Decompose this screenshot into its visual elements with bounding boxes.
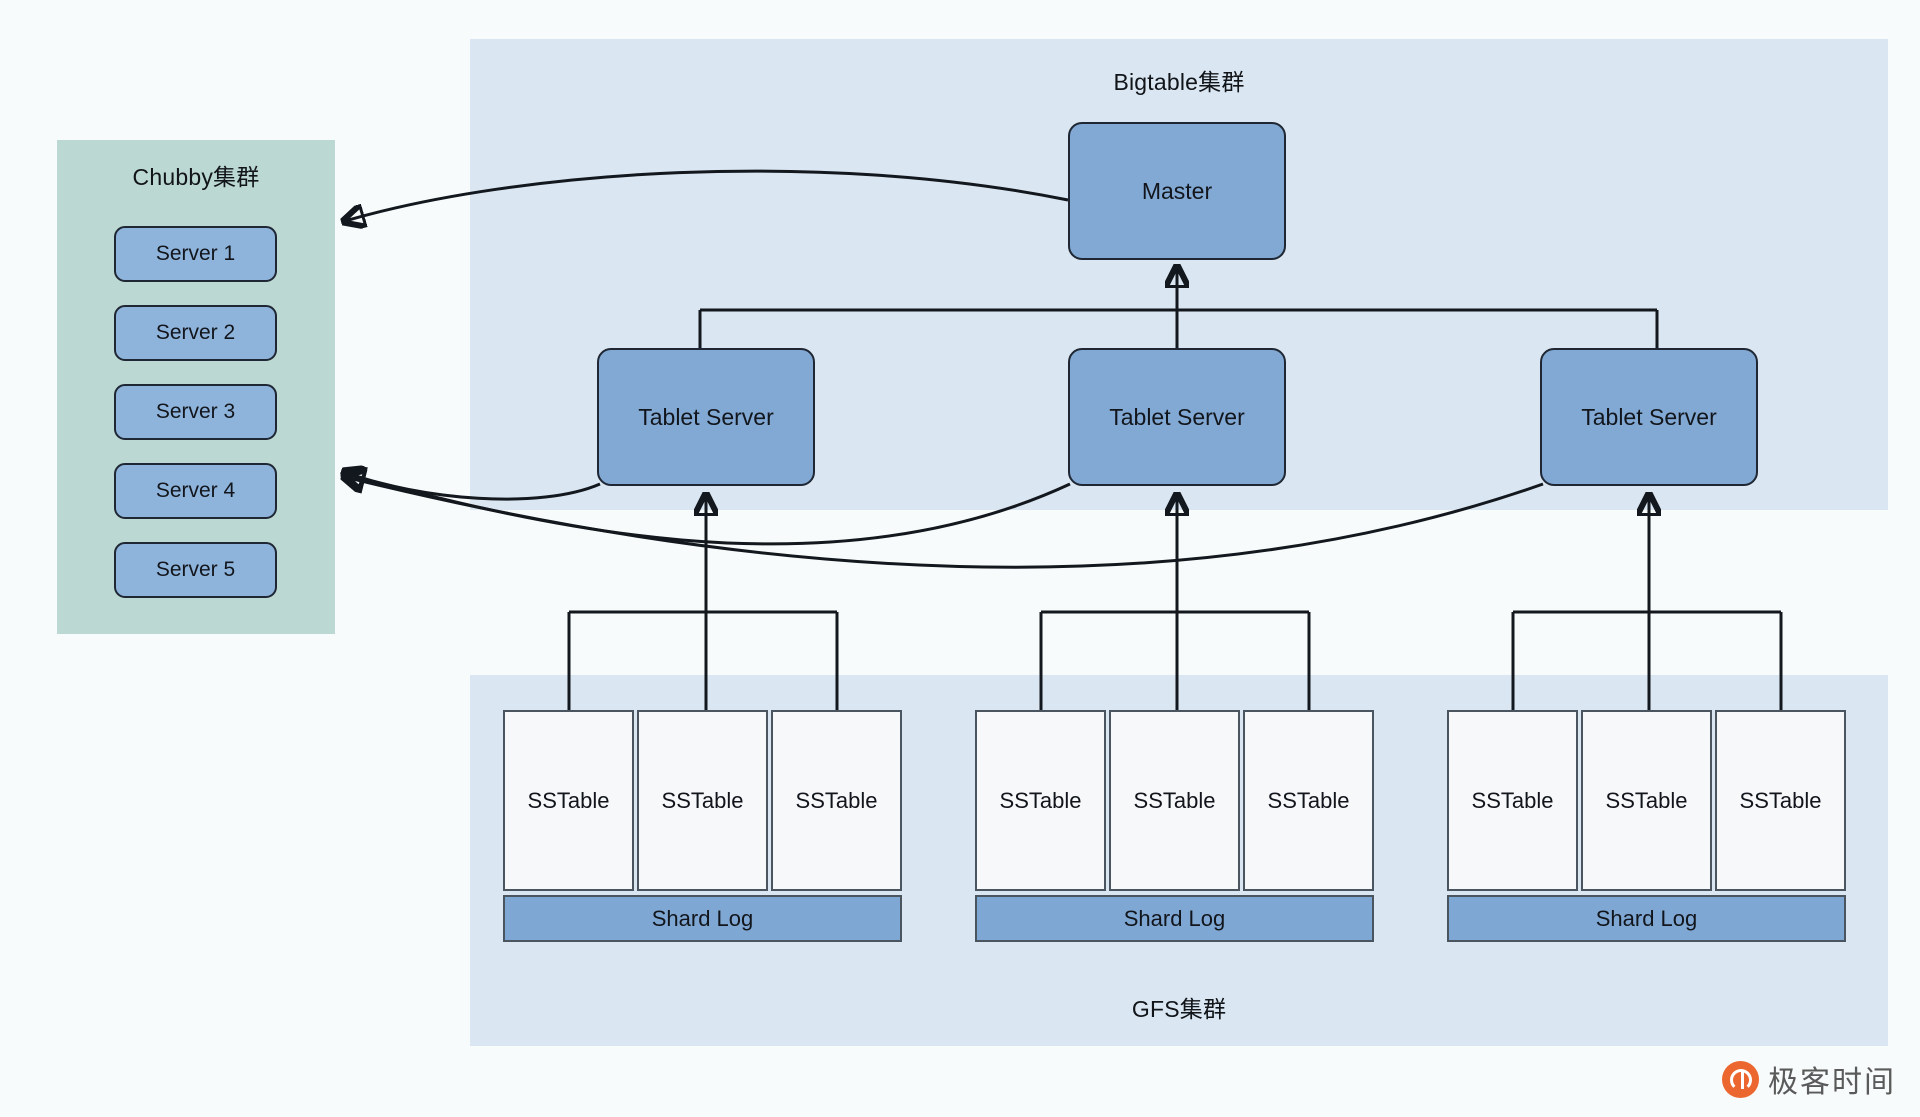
sstable-g1-1[interactable]: SSTable — [503, 710, 634, 891]
tablet-server-3[interactable]: Tablet Server — [1540, 348, 1758, 486]
watermark: 极客时间 — [1722, 1057, 1896, 1101]
master-node[interactable]: Master — [1068, 122, 1286, 260]
chubby-server-4[interactable]: Server 4 — [114, 463, 277, 519]
sstable-g2-3[interactable]: SSTable — [1243, 710, 1374, 891]
sstable-g2-2[interactable]: SSTable — [1109, 710, 1240, 891]
geekbang-logo-icon — [1722, 1060, 1759, 1098]
shard-log-g3[interactable]: Shard Log — [1447, 895, 1846, 942]
sstable-g3-2[interactable]: SSTable — [1581, 710, 1712, 891]
chubby-server-2[interactable]: Server 2 — [114, 305, 277, 361]
watermark-text: 极客时间 — [1768, 1066, 1896, 1099]
sstable-g1-3[interactable]: SSTable — [771, 710, 902, 891]
chubby-server-5[interactable]: Server 5 — [114, 542, 277, 598]
chubby-server-1[interactable]: Server 1 — [114, 226, 277, 282]
tablet-server-2[interactable]: Tablet Server — [1068, 348, 1286, 486]
sstable-g1-2[interactable]: SSTable — [637, 710, 768, 891]
tablet-server-1[interactable]: Tablet Server — [597, 348, 815, 486]
chubby-server-3[interactable]: Server 3 — [114, 384, 277, 440]
shard-log-g2[interactable]: Shard Log — [975, 895, 1374, 942]
shard-log-g1[interactable]: Shard Log — [503, 895, 902, 942]
sstable-g2-1[interactable]: SSTable — [975, 710, 1106, 891]
sstable-g3-3[interactable]: SSTable — [1715, 710, 1846, 891]
sstable-g3-1[interactable]: SSTable — [1447, 710, 1578, 891]
gfs-cluster-title: GFS集群 — [1131, 996, 1227, 1022]
chubby-cluster-title: Chubby集群 — [132, 164, 260, 190]
bigtable-cluster-title: Bigtable集群 — [1113, 69, 1245, 95]
